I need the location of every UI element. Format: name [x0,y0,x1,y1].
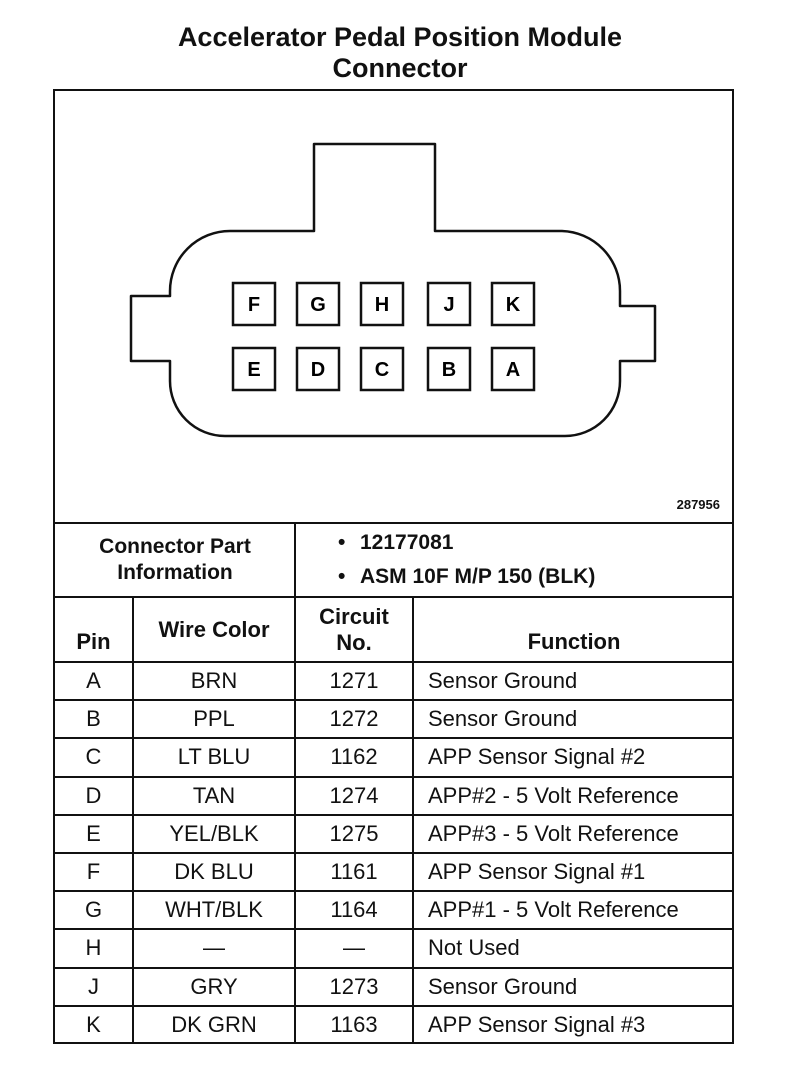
cell-circuit: — [343,935,365,961]
pin-box-g [295,281,341,327]
cell-function: APP Sensor Signal #1 [428,859,646,885]
pin-box-e [231,346,277,392]
pin-box-j [426,281,472,327]
cell-pin: K [86,1011,101,1037]
pin-box-b [426,346,472,392]
cell-function: Sensor Ground [428,973,578,999]
header-divider [53,661,734,663]
pin-box-h [359,281,405,327]
cell-wire: GRY [190,973,238,999]
pin-label-k: K [506,294,521,316]
cell-function: APP Sensor Signal #3 [428,1011,646,1037]
outer-frame [53,89,734,1044]
cell-wire: — [203,935,225,961]
cell-pin: J [88,973,99,999]
pin-label-d: D [311,359,325,381]
part-description: •ASM 10F M/P 150 (BLK) [338,565,596,588]
row-divider [53,966,734,969]
row-divider [53,1004,734,1007]
pin-label-j: J [443,294,454,316]
part-info-vline [294,522,296,598]
cell-pin: G [84,897,103,923]
cell-function: Sensor Ground [428,706,578,732]
row-divider [53,699,734,702]
cell-circuit: 1272 [329,706,379,732]
cell-circuit: 1163 [330,1011,378,1037]
part-info-label-line1: Connector Part [99,535,251,558]
cell-pin: H [85,935,102,961]
pin-box-a [490,346,536,392]
header-circuit-line1: Circuit [319,603,389,629]
row-divider [53,852,734,854]
row-divider [53,775,734,778]
cell-wire: PPL [193,706,235,732]
part-info-label-line2: Information [117,561,233,584]
connector-diagram: F G H J K E D C B A [129,142,657,438]
cell-circuit: 1162 [330,744,378,770]
pin-box-d [295,346,341,392]
pin-label-h: H [375,294,389,316]
pin-label-b: B [442,359,456,381]
cell-function: Not Used [428,935,520,961]
cell-function: APP#2 - 5 Volt Reference [428,782,679,808]
row-divider [53,813,734,816]
pin-label-e: E [247,359,260,381]
column-divider [294,596,296,1042]
cell-function: Sensor Ground [428,668,578,694]
row-divider [53,928,734,931]
cell-function: APP#1 - 5 Volt Reference [428,897,679,923]
cell-wire: DK BLU [174,859,254,885]
header-pin: Pin [76,629,111,654]
pin-box-c [359,346,405,392]
cell-pin: E [86,820,101,846]
page-title: Accelerator Pedal Position Module [177,22,623,52]
table-top-border [53,522,734,524]
cell-circuit: 1273 [329,973,379,999]
cell-circuit: 1271 [329,668,379,694]
row-divider [53,737,734,740]
header-function: Function [527,629,621,654]
cell-pin: C [85,744,102,770]
figure-id: 287956 [676,497,720,512]
cell-pin: A [86,668,101,694]
pin-label-c: C [375,359,389,381]
pin-label-f: F [248,294,260,316]
cell-circuit: 1161 [330,859,378,885]
cell-function: APP#3 - 5 Volt Reference [428,820,679,846]
cell-pin: D [85,782,102,808]
cell-circuit: 1164 [330,897,378,923]
cell-circuit: 1274 [329,782,379,808]
cell-pin: F [86,859,101,885]
cell-pin: B [86,706,101,732]
column-divider [132,596,134,1042]
cell-function: APP Sensor Signal #2 [428,744,646,770]
cell-wire: TAN [192,782,236,808]
page-subtitle: Connector [332,53,468,83]
pin-label-g: G [310,294,326,316]
header-circuit: Circuit No. [296,598,412,661]
part-info-label: Connector Part Information [55,524,295,596]
cell-wire: BRN [190,668,238,694]
pin-label-a: A [506,359,520,381]
part-number: •12177081 [338,531,454,554]
cell-wire: DK GRN [171,1011,257,1037]
row-divider [53,890,734,893]
cell-circuit: 1275 [329,820,379,846]
cell-wire: YEL/BLK [169,820,259,846]
cell-wire: LT BLU [177,744,251,770]
header-circuit-line2: No. [336,629,372,655]
pin-box-f [231,281,277,327]
connector-outline [129,142,657,438]
cell-wire: WHT/BLK [165,897,263,923]
header-wire-color: Wire Color [158,616,270,642]
pin-box-k [490,281,536,327]
part-info-divider [53,596,734,598]
column-divider [412,596,414,1042]
